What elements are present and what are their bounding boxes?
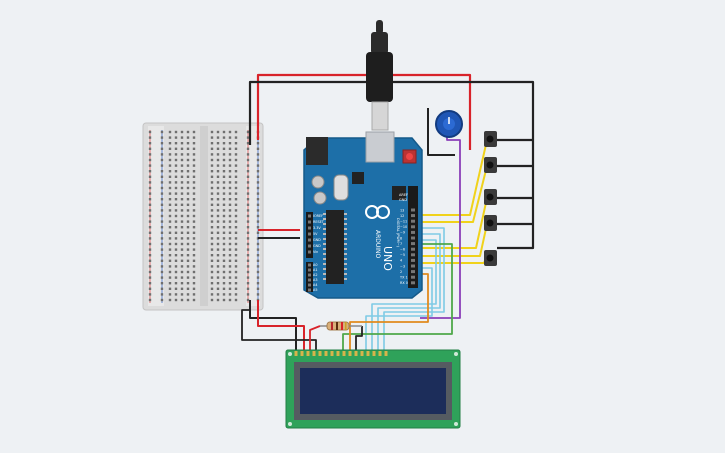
- arduino-model-label: UNO: [381, 246, 394, 271]
- power-pin-label: GND: [313, 238, 321, 242]
- digital-pin[interactable]: ~3: [400, 264, 415, 268]
- digital-pin-label: ~10: [400, 225, 407, 229]
- digital-pin[interactable]: 7: [400, 242, 415, 246]
- digital-pin[interactable]: ~9: [400, 231, 415, 235]
- gnd-label: GND: [399, 198, 407, 202]
- pushbuttons[interactable]: [484, 131, 497, 266]
- analog-pin-label: A1: [313, 268, 317, 272]
- pushbutton-icon: [484, 189, 497, 205]
- breadboard[interactable]: [142, 122, 264, 311]
- arduino-logo-icon: [365, 205, 390, 219]
- breadboard-holes: [148, 130, 260, 302]
- digital-pin-label: RX 0: [400, 281, 408, 285]
- wires: [241, 73, 535, 350]
- digital-pin-label: 2: [400, 270, 402, 274]
- power-pin-label: Vin: [313, 250, 318, 254]
- power-pin-label: IOREF: [313, 214, 323, 218]
- digital-pin-label: ~9: [400, 231, 405, 235]
- power-pin-label: 5V: [313, 232, 318, 236]
- arduino-uno-board[interactable]: ARDUINO UNO DIGITAL (PWM~) AREF GND 13 12…: [303, 131, 423, 299]
- analog-pin-label: A2: [313, 273, 317, 277]
- power-pin[interactable]: GND: [308, 238, 321, 242]
- analog-pin-label: A3: [313, 278, 317, 282]
- digital-pin-label: TX 1: [399, 276, 408, 280]
- digital-pin[interactable]: ~10: [400, 225, 415, 229]
- pushbutton-icon: [484, 250, 497, 266]
- analog-pin-label: A4: [313, 283, 317, 287]
- digital-pin[interactable]: 4: [400, 259, 415, 263]
- digital-pin[interactable]: TX 1: [399, 276, 415, 280]
- digital-pin-label: 8: [400, 236, 402, 240]
- power-pin[interactable]: GND: [308, 244, 321, 248]
- power-pin-header[interactable]: IOREF RESET 3.3V 5V GND GND Vin: [308, 214, 325, 254]
- digital-pin[interactable]: RX 0: [400, 281, 415, 285]
- digital-pin-label: 4: [400, 259, 402, 263]
- analog-pin[interactable]: A0: [308, 263, 317, 267]
- digital-pin-label: ~3: [400, 264, 405, 268]
- arduino-brand-label: ARDUINO: [374, 230, 381, 259]
- digital-pin[interactable]: ~5: [400, 253, 415, 257]
- potentiometer-icon[interactable]: [435, 110, 463, 138]
- digital-pin[interactable]: 8: [400, 236, 415, 240]
- power-pin-label: RESET: [313, 220, 325, 224]
- pushbutton-icon: [484, 157, 497, 173]
- digital-pin[interactable]: 2: [400, 270, 415, 274]
- analog-pin[interactable]: A4: [308, 283, 317, 287]
- analog-pin-label: A0: [313, 263, 317, 267]
- microcontroller-pins: [323, 213, 347, 280]
- resistor-icon[interactable]: [320, 321, 362, 331]
- digital-pin-label: 12: [400, 214, 404, 218]
- analog-pin[interactable]: A3: [308, 278, 317, 282]
- power-pin[interactable]: 3.3V: [308, 226, 321, 230]
- power-pin-label: GND: [313, 244, 321, 248]
- power-pin[interactable]: Vin: [308, 250, 318, 254]
- digital-pin-label: ~11: [400, 220, 407, 224]
- pushbutton-icon: [484, 131, 497, 147]
- aref-label: AREF: [399, 193, 408, 197]
- digital-pin-label: 13: [400, 208, 404, 212]
- power-pin[interactable]: RESET: [308, 220, 325, 224]
- analog-pin[interactable]: A1: [308, 268, 317, 272]
- digital-pin[interactable]: 13: [400, 208, 415, 212]
- analog-pin[interactable]: A2: [308, 273, 317, 277]
- analog-pin-label: A5: [313, 288, 317, 292]
- usb-plug-icon[interactable]: [366, 20, 393, 131]
- digital-pin-label: 7: [400, 242, 402, 246]
- pushbutton-icon: [484, 215, 497, 231]
- lcd-screen: [300, 368, 446, 414]
- digital-pin[interactable]: ~11: [400, 220, 415, 224]
- digital-pin[interactable]: ~6: [400, 248, 415, 252]
- digital-pin-header[interactable]: 13 12 ~11~10 ~98 7 ~6~5 4~3 2 TX 1RX 0: [399, 208, 415, 285]
- analog-pin[interactable]: A5: [308, 288, 317, 292]
- digital-pin-label: ~5: [400, 253, 405, 257]
- power-pin[interactable]: IOREF: [308, 214, 323, 218]
- power-pin[interactable]: 5V: [308, 232, 318, 236]
- lcd-header-pins: [294, 351, 388, 356]
- power-pin-label: 3.3V: [313, 226, 321, 230]
- digital-pin[interactable]: 12: [400, 214, 415, 218]
- digital-pin-label: ~6: [400, 248, 405, 252]
- digital-header-label: DIGITAL (PWM~): [396, 218, 400, 248]
- lcd-16x2-module[interactable]: [285, 349, 461, 429]
